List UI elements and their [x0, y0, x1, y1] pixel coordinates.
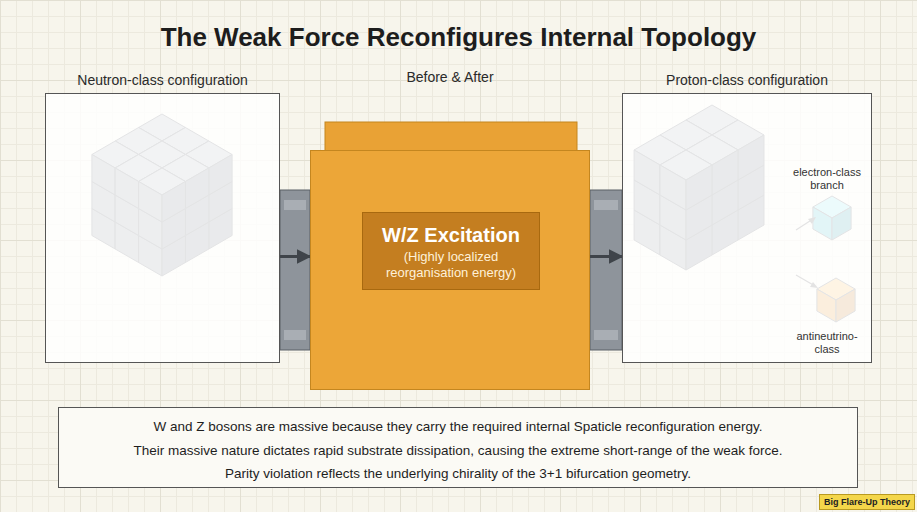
- pipe: [590, 190, 622, 350]
- pipe-band: [594, 330, 618, 340]
- pipe-band: [284, 200, 306, 210]
- pipe: [280, 190, 310, 350]
- flow-connector: [280, 255, 310, 258]
- caption-line: Their massive nature dictates rapid subs…: [59, 439, 857, 463]
- panel-heading: Before & After: [291, 69, 609, 85]
- config-panel: Proton-class configuration: [622, 93, 872, 363]
- branch-label: antineutrino-class: [784, 330, 870, 355]
- caption-line: W and Z bosons are massive because they …: [59, 408, 857, 439]
- caption-box: W and Z bosons are massive because they …: [58, 407, 858, 488]
- excitation-box: Before & AfterW/Z Excitation(Highly loca…: [310, 150, 590, 390]
- excitation-band: [325, 122, 577, 152]
- panel-heading: Proton-class configuration: [603, 72, 891, 88]
- title: The Weak Force Reconfigures Internal Top…: [0, 22, 917, 53]
- core-subtitle: (Highly localized reorganisation energy): [363, 249, 539, 288]
- flow-connector: [590, 255, 622, 258]
- pipe-band: [594, 200, 618, 210]
- watermark: Big Flare-Up Theory: [819, 494, 915, 510]
- branch-label: electron-class branch: [788, 166, 866, 191]
- core-title: W/Z Excitation: [363, 213, 539, 249]
- caption-line: Parity violation reflects the underlying…: [59, 462, 857, 486]
- panel-heading: Neutron-class configuration: [26, 72, 299, 88]
- config-panel: Neutron-class configuration: [45, 93, 280, 363]
- pipe-band: [284, 330, 306, 340]
- excitation-core: W/Z Excitation(Highly localized reorgani…: [362, 212, 540, 290]
